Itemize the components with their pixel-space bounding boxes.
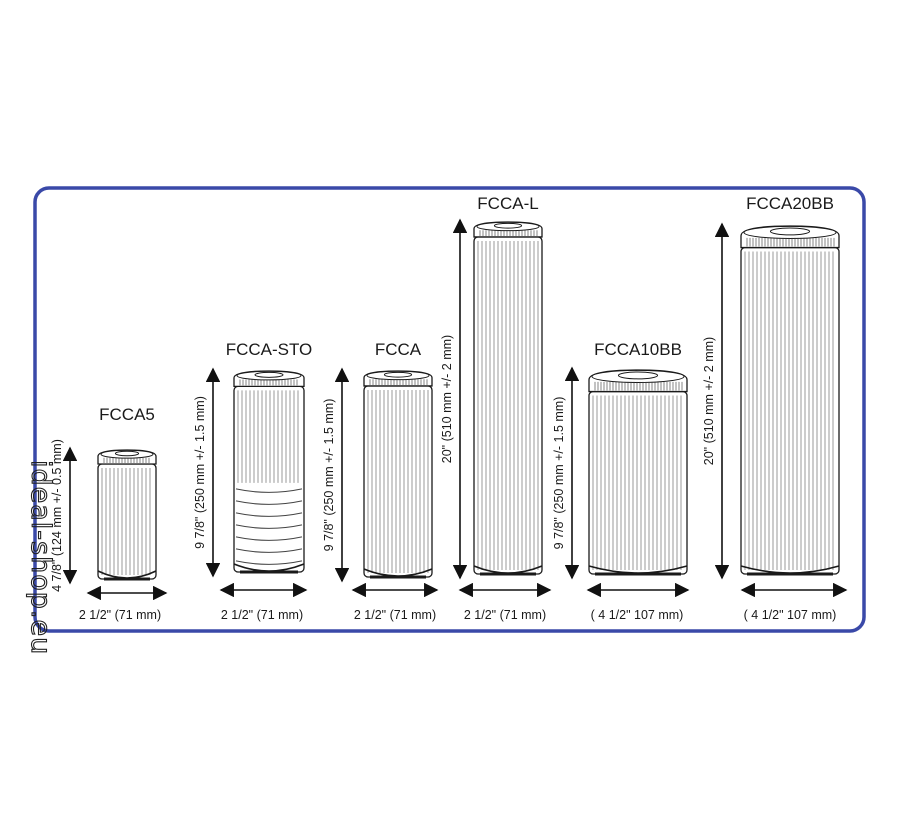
- top-end-cap: [473, 221, 543, 238]
- pleat-lines: [592, 395, 682, 570]
- height-dimension-label: 4 7/8" (124 mm +/- 0.5 mm): [50, 439, 64, 592]
- watermark-text: ideal-shop.eu: [25, 460, 56, 655]
- width-dimension-label: 2 1/2" (71 mm): [221, 608, 303, 622]
- cartridge-fcca10bb: FCCA10BB 9 7/8" (250 mm +/- 1.5 mm) ( 4 1/…: [552, 340, 690, 622]
- top-end-cap: [740, 225, 840, 249]
- cartridges-group: FCCA5 4 7/8" (124 mm +/- 0.5 mm) 2 1/2" (7…: [50, 194, 848, 622]
- pleat-lines: [237, 390, 299, 483]
- width-dimension-label: ( 4 1/2" 107 mm): [591, 608, 684, 622]
- cartridge-fcca-sto: FCCA-STO 9 7/8" (250 mm +/- 1.5 mm) 2 1/2"…: [193, 340, 312, 622]
- sediment-bands: [235, 488, 303, 565]
- cartridge-fcca-l: FCCA-L 20" (510 mm +/- 2 mm) 2 1/2" (71 mm…: [440, 194, 552, 622]
- height-dimension-label: 9 7/8" (250 mm +/- 1.5 mm): [193, 396, 207, 549]
- cartridge-fcca20bb: FCCA20BB 20" (510 mm +/- 2 mm) ( 4 1/2" 10…: [702, 194, 848, 622]
- cartridge-body: [740, 246, 840, 575]
- top-end-cap: [233, 370, 305, 388]
- width-dimension-label: 2 1/2" (71 mm): [79, 608, 161, 622]
- top-end-cap: [588, 369, 688, 393]
- cartridge-body: [363, 385, 433, 578]
- cartridge-name-label: FCCA-STO: [226, 340, 313, 359]
- cartridge-body: [97, 463, 157, 580]
- cartridge-fcca5: FCCA5 4 7/8" (124 mm +/- 0.5 mm) 2 1/2" (7…: [50, 405, 168, 622]
- top-end-cap: [97, 449, 157, 465]
- pleat-lines: [744, 251, 834, 570]
- pleat-lines: [101, 468, 151, 575]
- height-dimension-label: 20" (510 mm +/- 2 mm): [702, 337, 716, 465]
- cartridge-body: [233, 385, 305, 573]
- height-dimension-label: 9 7/8" (250 mm +/- 1.5 mm): [552, 397, 566, 550]
- cartridge-name-label: FCCA5: [99, 405, 155, 424]
- pleat-lines: [477, 240, 539, 570]
- top-end-cap: [363, 370, 433, 387]
- width-dimension-label: 2 1/2" (71 mm): [354, 608, 436, 622]
- cartridge-fcca: FCCA 9 7/8" (250 mm +/- 1.5 mm) 2 1/2" (71…: [322, 340, 439, 622]
- cartridge-name-label: FCCA10BB: [594, 340, 682, 359]
- width-dimension-label: ( 4 1/2" 107 mm): [744, 608, 837, 622]
- height-dimension-label: 20" (510 mm +/- 2 mm): [440, 335, 454, 463]
- width-dimension-label: 2 1/2" (71 mm): [464, 608, 546, 622]
- cartridge-name-label: FCCA: [375, 340, 422, 359]
- cartridge-body: [588, 390, 688, 575]
- height-dimension-label: 9 7/8" (250 mm +/- 1.5 mm): [322, 399, 336, 552]
- cartridge-name-label: FCCA20BB: [746, 194, 834, 213]
- pleat-lines: [367, 389, 429, 573]
- cartridge-body: [473, 236, 543, 575]
- cartridge-name-label: FCCA-L: [477, 194, 538, 213]
